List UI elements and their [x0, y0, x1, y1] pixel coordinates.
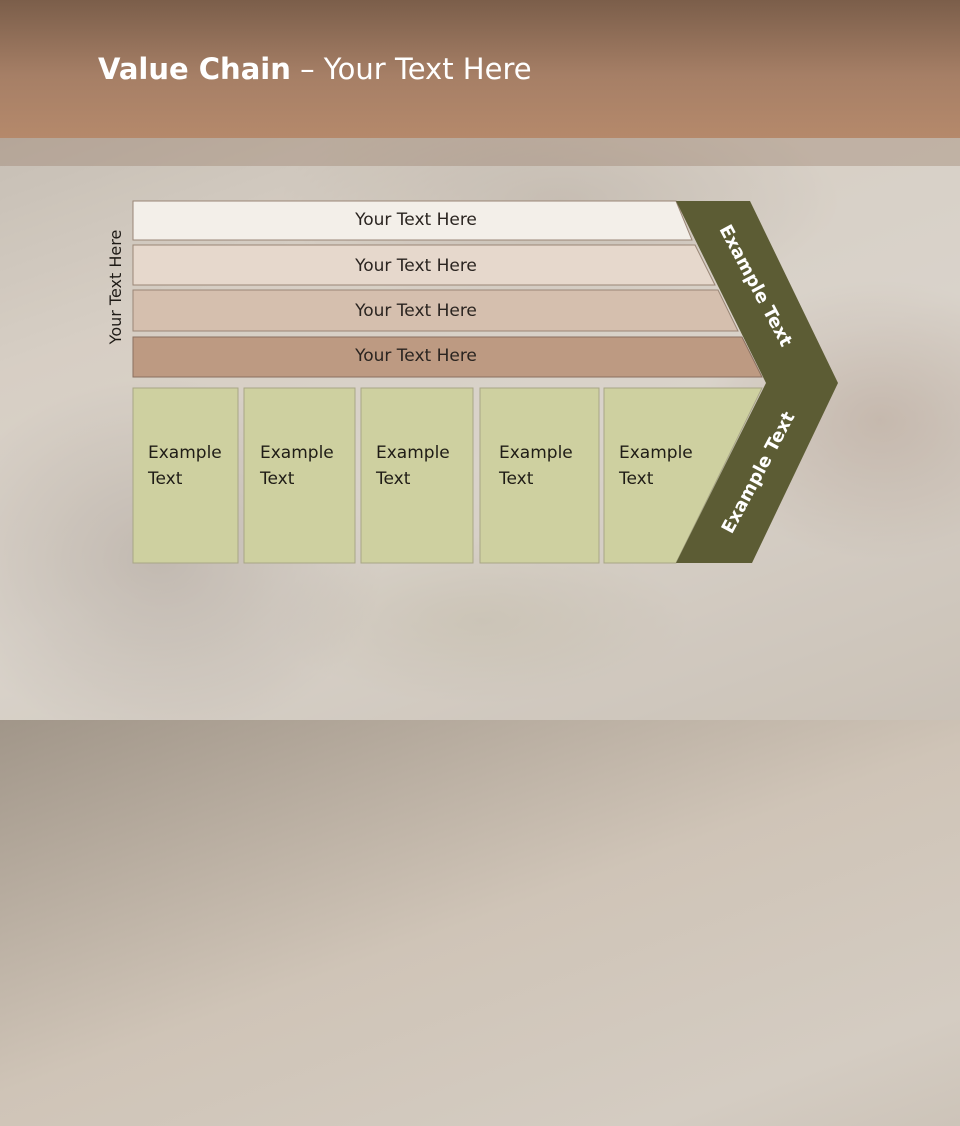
chevron-lower — [676, 383, 838, 563]
column-text-4-line1: Example — [499, 443, 573, 463]
column-text-1-line2: Text — [148, 469, 183, 489]
column-text-3-line1: Example — [376, 443, 450, 463]
row-label-3: Your Text Here — [355, 301, 477, 321]
column-text-4-line2: Text — [499, 469, 534, 489]
row-label-4: Your Text Here — [355, 346, 477, 366]
column-shape-3 — [360, 387, 474, 564]
column-text-2-line1: Example — [260, 443, 334, 463]
column-text-5-line2: Text — [619, 469, 654, 489]
column-shape-2 — [243, 387, 356, 564]
row-shape-2 — [132, 244, 716, 286]
column-text-2-line2: Text — [260, 469, 295, 489]
chevron-upper — [676, 201, 838, 383]
slide-title-rest: – Your Text Here — [290, 52, 532, 86]
column-text-5-line1: Example — [619, 443, 693, 463]
header-band — [0, 138, 960, 166]
column-text-3-line2: Text — [376, 469, 411, 489]
column-shape-4 — [479, 387, 600, 564]
header-bar — [0, 0, 960, 138]
row-shape-3 — [132, 289, 739, 332]
value-chain-diagram — [132, 200, 838, 564]
column-shape-1 — [132, 387, 239, 564]
column-text-1-line1: Example — [148, 443, 222, 463]
row-label-1: Your Text Here — [355, 210, 477, 230]
row-label-2: Your Text Here — [355, 256, 477, 276]
row-shape-1 — [132, 200, 693, 241]
slide-title: Value Chain – Your Text Here — [98, 52, 532, 86]
slide-title-bold: Value Chain — [98, 52, 291, 86]
row-shape-4 — [132, 336, 763, 378]
